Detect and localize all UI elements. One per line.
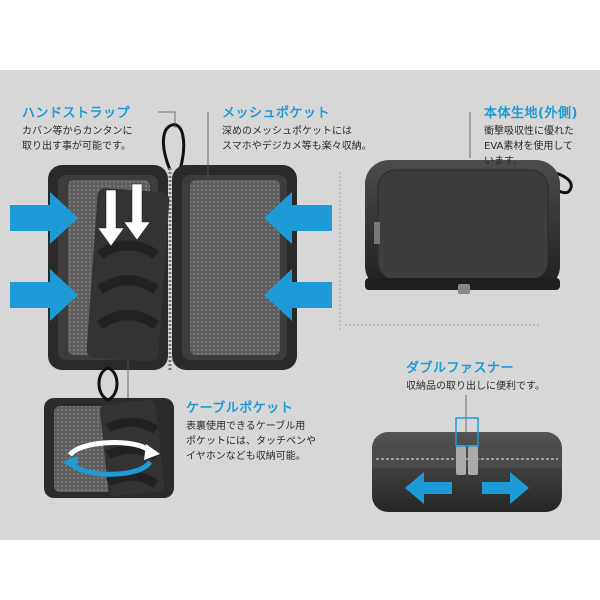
cable-pocket-flap (86, 188, 170, 362)
cable-pocket-title: ケーブルポケット (186, 401, 294, 416)
body-material-desc: 衝撃吸収性に優れた EVA素材を使用して います。 (484, 126, 574, 167)
hand-strap-desc: カバン等からカンタンに 取り出す事が可能です。 (22, 126, 133, 152)
left-arrow-icon (264, 269, 332, 321)
double-fastener-case (372, 417, 562, 512)
body-material-title: 本体生地(外側) (484, 106, 578, 121)
callout-hand-strap: ハンドストラップ カバン等からカンタンに 取り出す事が可能です。 (22, 102, 133, 154)
mesh-pocket-desc: 深めのメッシュポケットには スマホやデジカメ等も楽々収納。 (222, 126, 372, 152)
open-case (48, 123, 297, 370)
left-arrow-icon (405, 472, 452, 504)
callout-body-material: 本体生地(外側) 衝撃吸収性に優れた EVA素材を使用して います。 (484, 102, 578, 169)
rotate-arrow-icon (62, 440, 160, 477)
right-arrow-icon (482, 472, 529, 504)
callout-mesh-pocket: メッシュポケット 深めのメッシュポケットには スマホやデジカメ等も楽々収納。 (222, 102, 372, 154)
cable-pocket-case (44, 366, 174, 498)
mesh-pocket-title: メッシュポケット (222, 106, 331, 121)
hand-strap (162, 123, 186, 171)
double-fastener-desc: 収納品の取り出しに便利です。 (406, 381, 545, 392)
callout-cable-pocket: ケーブルポケット 表裏使用できるケーブル用 ポケットには、タッチペンや イヤホン… (186, 397, 316, 464)
section-dividers (339, 172, 540, 330)
cable-pocket-desc: 表裏使用できるケーブル用 ポケットには、タッチペンや イヤホンなども収納可能。 (186, 421, 316, 462)
double-fastener-title: ダブルファスナー (406, 361, 515, 376)
right-arrow-icon (10, 269, 78, 321)
left-arrow-icon (264, 192, 332, 244)
mesh-arrows (10, 192, 332, 321)
right-arrow-icon (10, 192, 78, 244)
closed-case (365, 160, 573, 294)
down-arrow-icon (97, 183, 151, 247)
hand-strap-title: ハンドストラップ (22, 106, 131, 121)
callout-double-fastener: ダブルファスナー 収納品の取り出しに便利です。 (406, 357, 545, 394)
